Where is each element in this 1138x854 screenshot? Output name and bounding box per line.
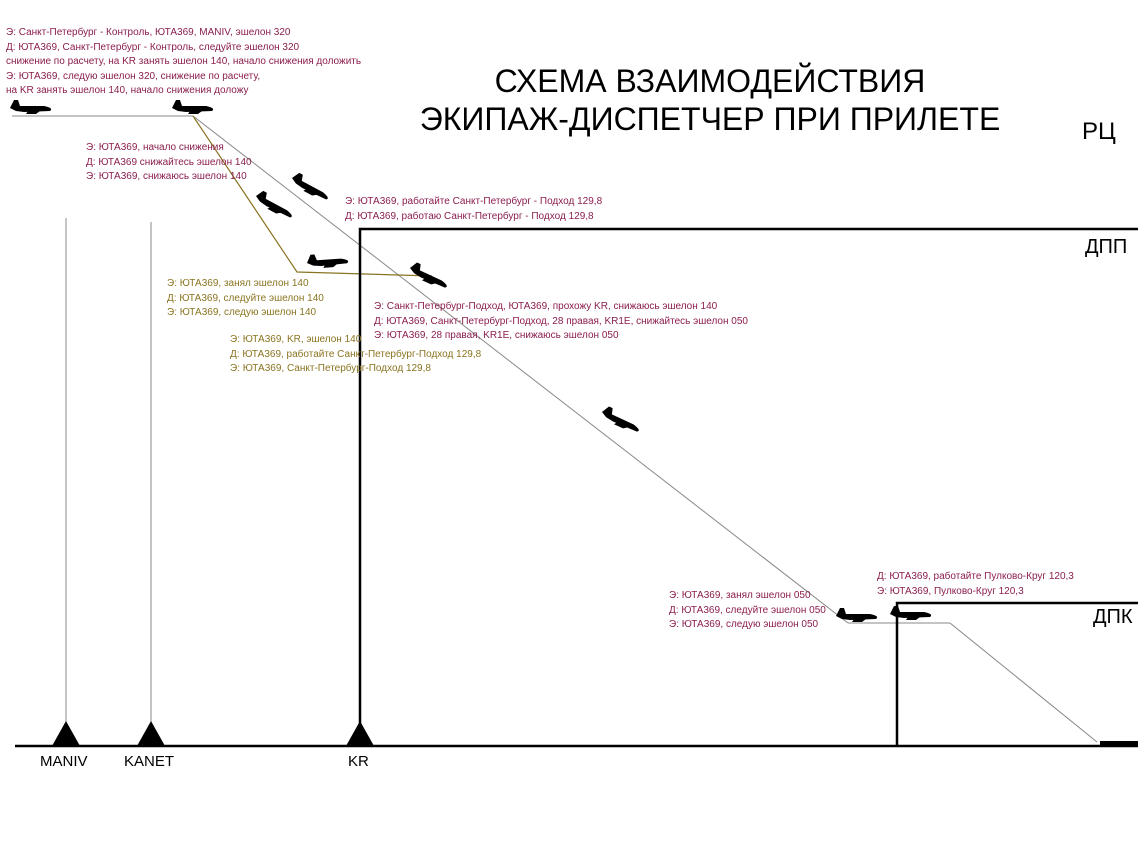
message-line: Э: ЮТА369, работайте Санкт-Петербург - П… — [345, 196, 603, 207]
title-line: ЭКИПАЖ-ДИСПЕТЧЕР ПРИ ПРИЛЕТЕ — [419, 101, 1001, 137]
airplane-icon — [172, 100, 214, 114]
dpp-boundary — [358, 227, 1138, 745]
message-line: Д: ЮТА369, работаю Санкт-Петербург - Под… — [345, 210, 594, 222]
fix-triangle-kanet — [137, 721, 165, 746]
message-line: Д: ЮТА369, Санкт-Петербург-Подход, 28 пр… — [374, 315, 748, 327]
message-line: Э: ЮТА369, следую эшелон 140 — [167, 307, 317, 318]
airplane-icon — [306, 252, 349, 269]
zone-label-dpk: ДПК — [1093, 606, 1133, 628]
zone-label-rc: РЦ — [1082, 118, 1116, 145]
fix-triangle-kr — [346, 721, 374, 746]
dpk-boundary — [895, 601, 1138, 745]
message-block: Э: ЮТА369, работайте Санкт-Петербург - П… — [345, 195, 602, 224]
message-block: Э: ЮТА369, занял эшелон 050 Д: ЮТА369, с… — [669, 589, 826, 633]
zone-label-dpp: ДПП — [1085, 236, 1128, 258]
message-line: Э: ЮТА369, занял эшелон 140 — [167, 278, 309, 289]
message-line: Э: ЮТА369, занял эшелон 050 — [669, 590, 811, 601]
message-line: Э: ЮТА369, 28 правая, KR1E, снижаюсь эше… — [374, 330, 619, 341]
message-line: Д: ЮТА369, следуйте эшелон 140 — [167, 292, 324, 304]
fix-triangle-maniv — [52, 721, 80, 746]
message-line: Э: ЮТА369, следую эшелон 050 — [669, 619, 819, 630]
airplane-icon — [289, 170, 333, 203]
descent-path — [192, 115, 849, 624]
message-block: Э: Санкт-Петербург-Подход, ЮТА369, прохо… — [374, 300, 748, 344]
message-line: Д: ЮТА369, следуйте эшелон 050 — [669, 604, 826, 616]
message-line: Э: ЮТА369, следую эшелон 320, снижение п… — [6, 70, 261, 82]
message-line: Д: ЮТА369, работайте Санкт-Петербург-Под… — [230, 348, 482, 360]
message-line: Д: ЮТА369, работайте Пулково-Круг 120,3 — [877, 571, 1074, 582]
message-line: Э: ЮТА369, Пулково-Круг 120,3 — [877, 585, 1024, 597]
message-line: Э: ЮТА369, KR, эшелон 140 — [230, 334, 362, 345]
airplane-icon — [836, 608, 878, 622]
message-line: Э: Санкт-Петербург - Контроль, ЮТА369, M… — [6, 27, 291, 38]
airplane-icon — [10, 100, 52, 114]
message-line: Э: ЮТА369, Санкт-Петербург-Подход 129,8 — [230, 363, 431, 374]
fix-label-kanet: KANET — [124, 753, 175, 770]
final-descent — [949, 622, 1098, 743]
diagram-title: СХЕМА ВЗАИМОДЕЙСТВИЯ ЭКИПАЖ-ДИСПЕТЧЕР ПР… — [400, 62, 1020, 138]
message-line: Д: ЮТА369 снижайтесь эшелон 140 — [86, 156, 252, 168]
message-block: Э: ЮТА369, KR, эшелон 140 Д: ЮТА369, раб… — [230, 333, 481, 377]
message-line: Э: ЮТА369, начало снижения — [86, 142, 224, 153]
message-block: Э: ЮТА369, занял эшелон 140 Д: ЮТА369, с… — [167, 277, 324, 321]
message-line: Э: Санкт-Петербург-Подход, ЮТА369, прохо… — [374, 301, 718, 312]
fix-label-maniv: MANIV — [40, 753, 88, 770]
message-line: на KR занять эшелон 140, начало снижения… — [6, 85, 249, 96]
fix-label-kr: KR — [348, 753, 369, 770]
title-line: СХЕМА ВЗАИМОДЕЙСТВИЯ — [494, 63, 926, 99]
message-line: Э: ЮТА369, снижаюсь эшелон 140 — [86, 171, 247, 182]
message-line: снижение по расчету, на KR занять эшелон… — [6, 56, 362, 67]
message-block: Э: ЮТА369, начало снижения Д: ЮТА369 сни… — [86, 141, 252, 185]
descent-140-path — [192, 115, 433, 277]
message-block: Э: Санкт-Петербург - Контроль, ЮТА369, M… — [6, 26, 361, 99]
message-line: Д: ЮТА369, Санкт-Петербург - Контроль, с… — [6, 41, 300, 53]
message-block: Д: ЮТА369, работайте Пулково-Круг 120,3 … — [877, 570, 1074, 599]
airplane-icon — [599, 404, 643, 435]
